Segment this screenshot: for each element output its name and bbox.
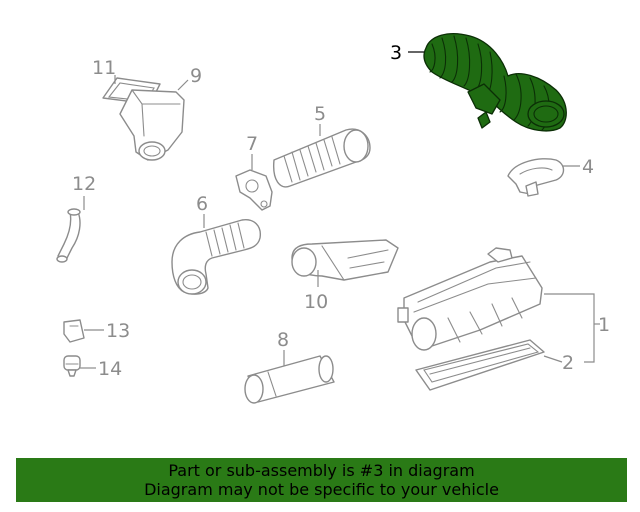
callout-11[interactable]: 11 <box>92 57 116 79</box>
callout-14[interactable]: 14 <box>98 358 122 380</box>
callout-1[interactable]: 1 <box>598 314 610 336</box>
callout-9[interactable]: 9 <box>190 65 202 87</box>
callout-7[interactable]: 7 <box>246 133 258 155</box>
leader-lines <box>80 51 600 369</box>
part-6-elbow-hose[interactable] <box>171 219 261 295</box>
part-8-tube[interactable] <box>244 355 335 404</box>
callout-2[interactable]: 2 <box>562 352 574 374</box>
banner-line-disclaimer: Diagram may not be specific to your vehi… <box>144 480 499 499</box>
callout-4[interactable]: 4 <box>582 156 594 178</box>
part-4-clamp[interactable] <box>507 158 565 197</box>
callout-10[interactable]: 10 <box>304 291 328 313</box>
callout-3[interactable]: 3 <box>390 42 402 64</box>
part-10-air-scoop[interactable] <box>291 239 399 281</box>
callout-5[interactable]: 5 <box>314 103 326 125</box>
part-5-bellows[interactable] <box>273 128 371 188</box>
callout-12[interactable]: 12 <box>72 173 96 195</box>
callout-13[interactable]: 13 <box>106 320 130 342</box>
callout-6[interactable]: 6 <box>196 193 208 215</box>
callout-labels: 3 11 9 12 5 7 4 6 10 1 2 8 13 14 <box>72 42 610 380</box>
part-1-filter-housing[interactable] <box>397 247 543 351</box>
part-3-intake-duct[interactable] <box>423 33 567 132</box>
part-7-bracket[interactable] <box>235 169 273 211</box>
info-banner: Part or sub-assembly is #3 in diagram Di… <box>16 458 627 502</box>
part-14-grommet[interactable] <box>63 355 81 377</box>
part-12-hose[interactable] <box>56 208 81 263</box>
part-13-clip[interactable] <box>63 319 85 343</box>
callout-8[interactable]: 8 <box>277 329 289 351</box>
exploded-parts-diagram: 3 11 9 12 5 7 4 6 10 1 2 8 13 14 <box>56 33 610 404</box>
part-9-housing[interactable] <box>119 89 185 161</box>
banner-line-part: Part or sub-assembly is #3 in diagram <box>168 461 475 480</box>
part-2-filter-element[interactable] <box>415 339 545 391</box>
